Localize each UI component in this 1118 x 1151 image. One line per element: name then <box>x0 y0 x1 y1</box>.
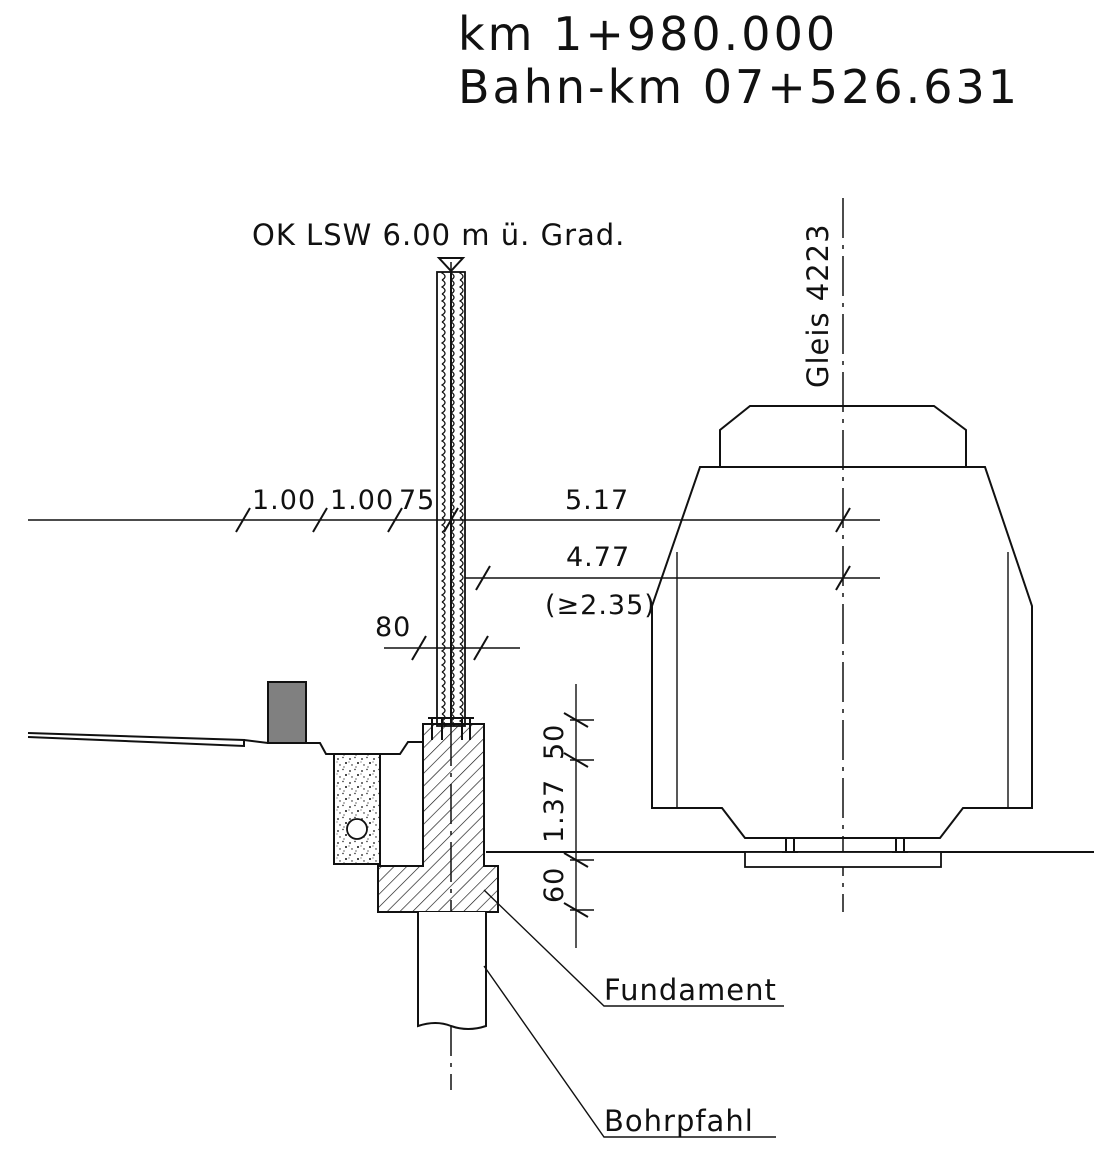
sleeper <box>744 851 942 868</box>
dimension-9: 60 <box>539 867 570 903</box>
dimension-5: 4.77 <box>566 542 630 573</box>
foundation-label: Fundament <box>604 973 777 1007</box>
kerb-block <box>267 681 307 744</box>
level-marker-icon <box>436 257 466 273</box>
foundation-leader <box>483 889 784 1007</box>
bored-pile <box>417 912 487 1030</box>
dimension-ticks-bottom <box>411 635 489 661</box>
dimension-ticks-top <box>235 507 851 533</box>
left-slope-line <box>27 732 245 748</box>
dimension-1: 1.00 <box>252 485 316 516</box>
station-heading: km 1+980.000 <box>458 7 838 61</box>
dimension-7: 50 <box>539 724 570 760</box>
clearance-gauge <box>651 466 1033 839</box>
drainage-trench <box>333 753 381 865</box>
gauge-inner-lines <box>676 552 1009 808</box>
rail-station-heading: Bahn-km 07+526.631 <box>458 60 1020 114</box>
dimension-8: 1.37 <box>539 779 570 843</box>
dimension-6: 80 <box>375 612 411 643</box>
dimension-4: 5.17 <box>565 485 629 516</box>
base-plate <box>428 717 474 740</box>
pile-leader <box>483 965 776 1138</box>
dimension-extensions-vertical <box>570 719 594 911</box>
track-label: Gleis 4223 <box>801 223 835 388</box>
rail-left <box>781 837 799 853</box>
dimension-2: 1.00 <box>330 485 394 516</box>
dimension-5-minimum: (≥2.35) <box>545 590 656 621</box>
drain-pipe-icon <box>346 818 368 840</box>
foundation <box>377 723 499 913</box>
wall-top-label: OK LSW 6.00 m ü. Grad. <box>252 218 625 252</box>
dimension-3: 75 <box>399 485 435 516</box>
rail-right <box>891 837 909 853</box>
pile-label: Bohrpfahl <box>604 1104 754 1138</box>
dimension-ticks-middle <box>475 565 851 591</box>
